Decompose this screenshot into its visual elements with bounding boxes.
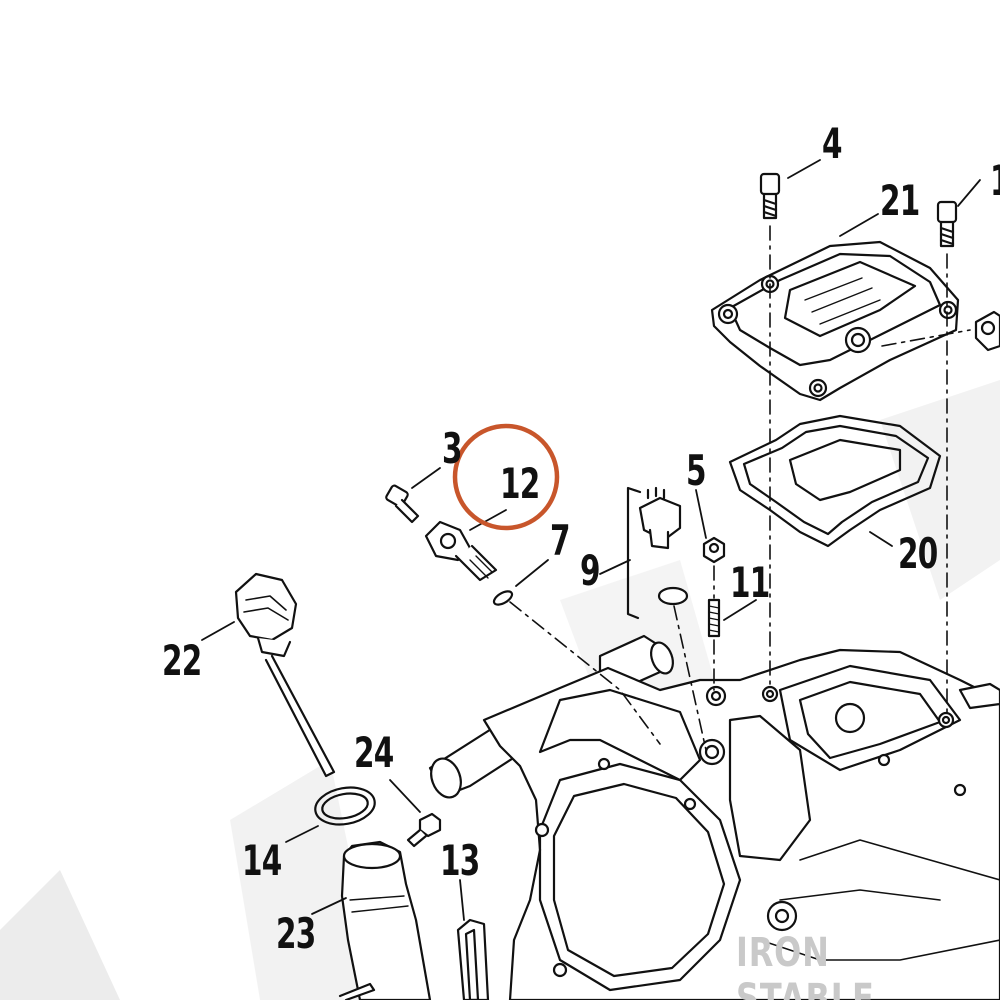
callout-11: 11: [730, 558, 770, 607]
sensor-12: [424, 520, 498, 582]
bolt-1: [936, 200, 958, 248]
oring-7: [492, 590, 514, 606]
bolt-24: [406, 812, 442, 848]
callout-12: 12: [500, 459, 540, 508]
callout-20: 20: [898, 529, 938, 578]
nut-5: [702, 536, 726, 564]
gasket-20: [728, 414, 942, 548]
callout-24: 24: [354, 728, 394, 777]
callout-13: 13: [440, 836, 480, 885]
highlight-circle: [452, 423, 560, 531]
bolt-3: [385, 484, 420, 524]
oring-14: [314, 786, 376, 826]
callout-5: 5: [686, 446, 707, 495]
bolt-4: [759, 172, 781, 220]
callout-23: 23: [276, 909, 316, 958]
callout-3: 3: [442, 424, 463, 473]
stud-11: [707, 598, 721, 638]
switch-9: [626, 486, 689, 620]
callout-22: 22: [162, 636, 202, 685]
dashed-guides: [509, 225, 971, 751]
engine-housing: [428, 634, 1000, 1000]
callout-9: 9: [580, 546, 601, 595]
callout-leaders: [201, 159, 981, 921]
watermark-logo: IRON STABLE: [736, 930, 875, 1000]
fitting-1: [974, 310, 1000, 352]
callout-7: 7: [550, 516, 571, 565]
filler-tube-23: [340, 840, 432, 1000]
callout-1: 1: [990, 160, 1000, 202]
dipstick-22: [234, 572, 336, 778]
callout-14: 14: [242, 836, 282, 885]
callout-4: 4: [822, 119, 843, 168]
cover-21: [710, 240, 960, 402]
callout-21: 21: [880, 176, 920, 225]
gasket-13: [456, 918, 490, 1000]
